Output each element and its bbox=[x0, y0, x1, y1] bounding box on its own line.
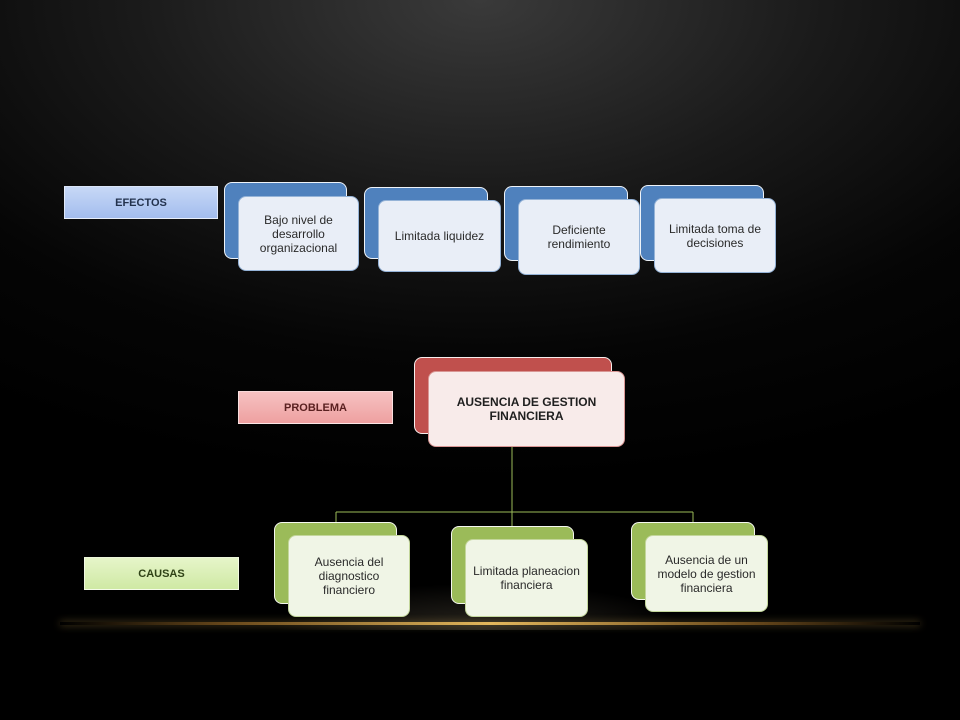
efecto-text: Limitada toma de decisiones bbox=[654, 198, 776, 273]
problema-label: PROBLEMA bbox=[238, 391, 393, 424]
efecto-text: Deficiente rendimiento bbox=[518, 199, 640, 275]
horizon-line bbox=[60, 622, 920, 625]
causa-text: Ausencia del diagnostico financiero bbox=[288, 535, 410, 617]
problema-text: AUSENCIA DE GESTION FINANCIERA bbox=[428, 371, 625, 447]
efecto-text: Limitada liquidez bbox=[378, 200, 501, 272]
causa-text: Limitada planeacion financiera bbox=[465, 539, 588, 617]
causas-label: CAUSAS bbox=[84, 557, 239, 590]
efectos-label: EFECTOS bbox=[64, 186, 218, 219]
efecto-text: Bajo nivel de desarrollo organizacional bbox=[238, 196, 359, 271]
causa-text: Ausencia de un modelo de gestion financi… bbox=[645, 535, 768, 612]
